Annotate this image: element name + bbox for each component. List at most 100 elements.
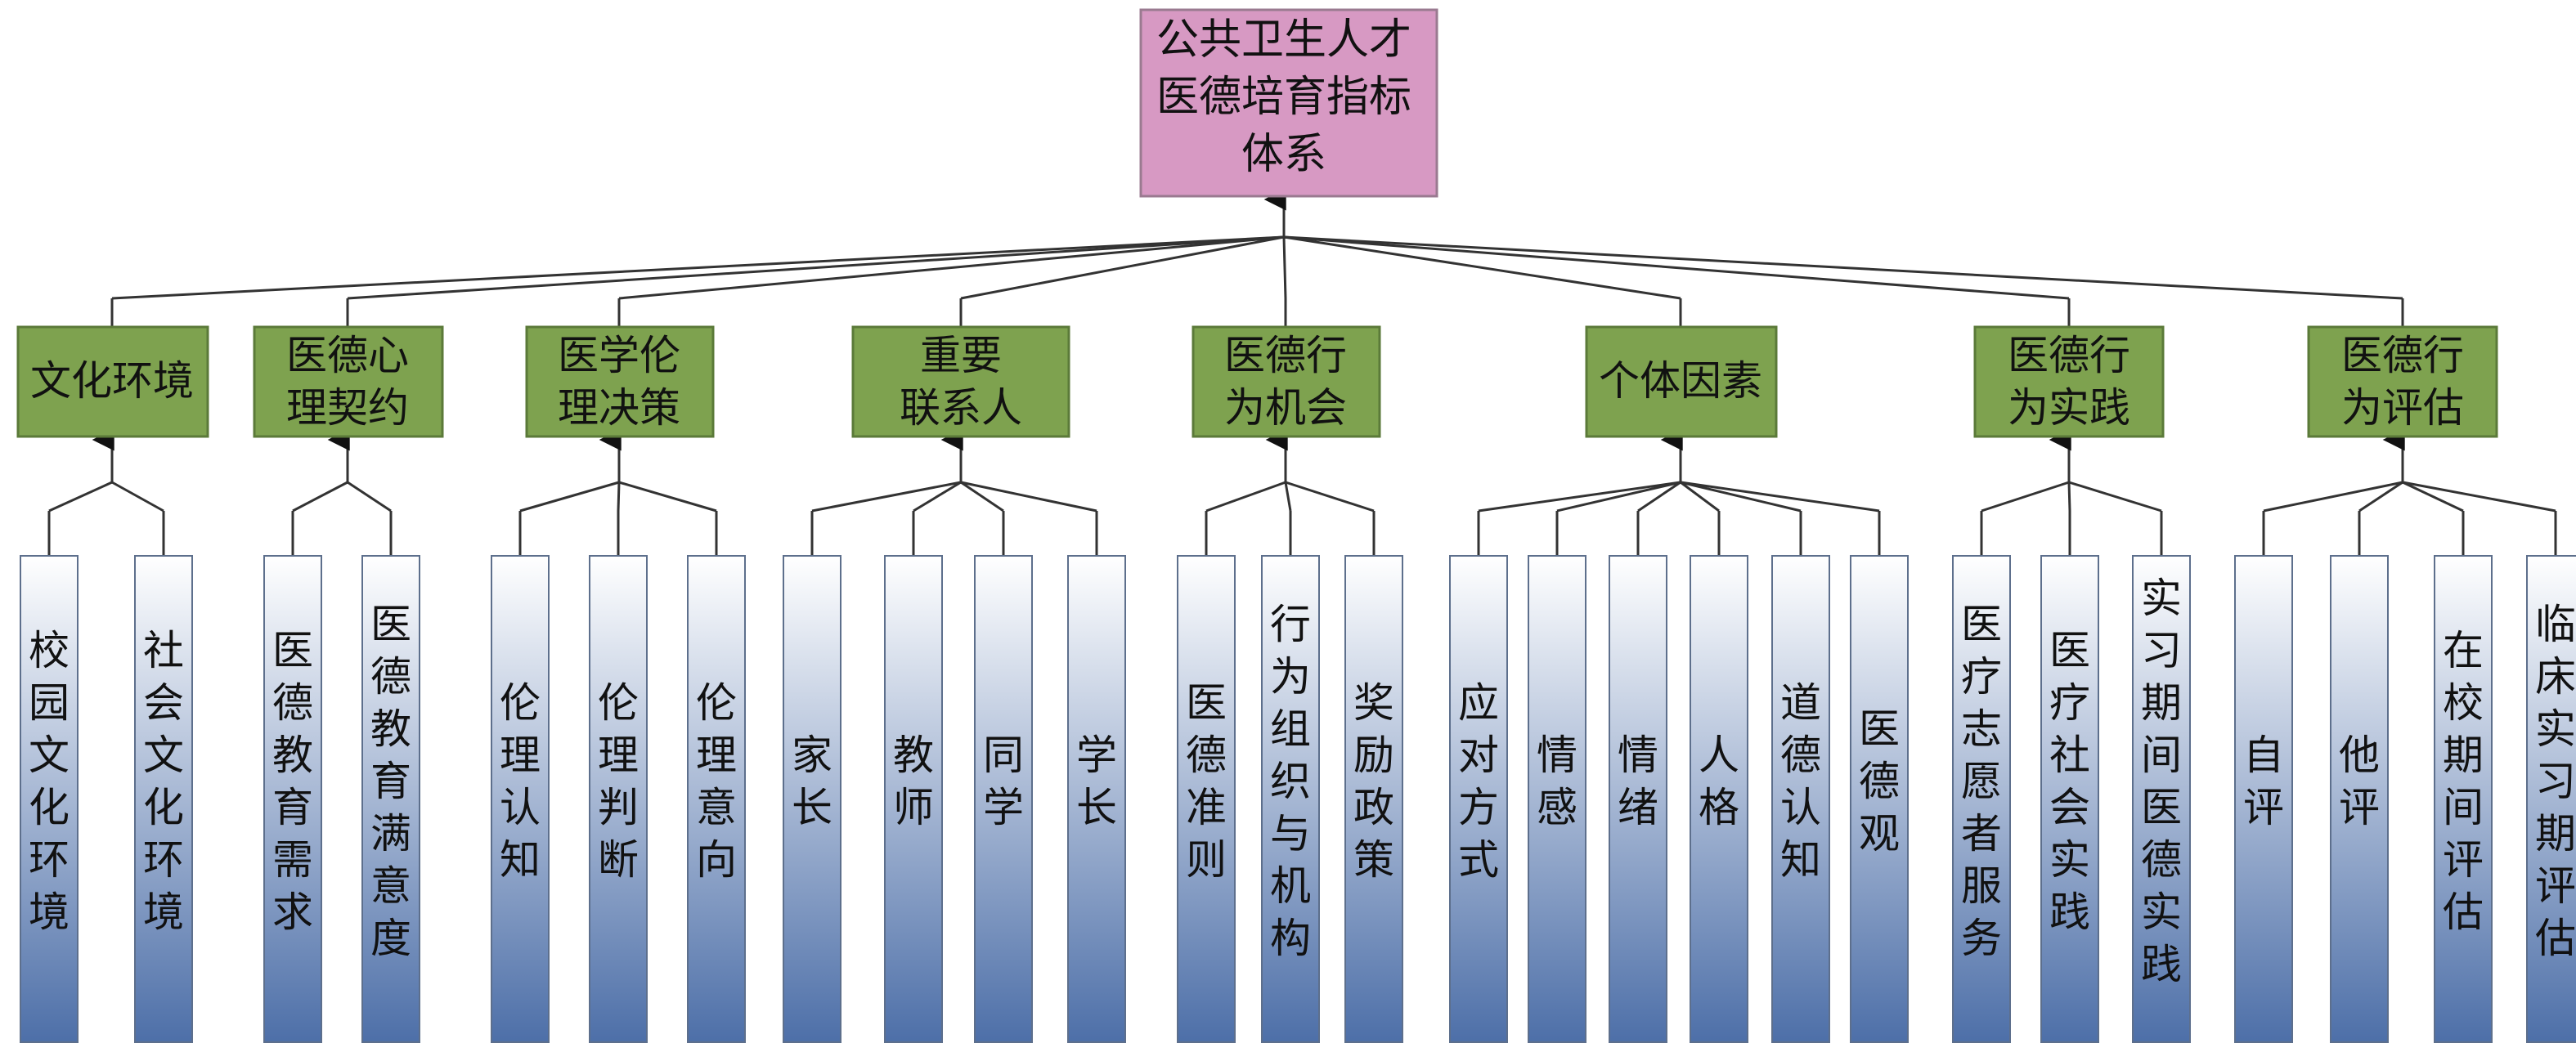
connector-lines xyxy=(47,188,2557,556)
leaf-node-char: 意 xyxy=(696,784,737,831)
leaf-node-char: 文 xyxy=(143,732,184,779)
leaf-node-char: 实 xyxy=(2141,575,2182,622)
connector-line xyxy=(1285,481,1375,513)
leaf-node xyxy=(20,555,79,1043)
leaf-node-char: 境 xyxy=(29,889,70,936)
category-node xyxy=(1192,325,1381,438)
leaf-node-char: 实 xyxy=(2141,889,2182,936)
leaf-node-char: 认 xyxy=(500,784,541,831)
leaf-node-char: 环 xyxy=(143,836,184,884)
leaf-node xyxy=(1952,555,2011,1043)
connector-line xyxy=(111,235,1285,300)
leaf-node-char: 人 xyxy=(1699,732,1739,779)
leaf-node xyxy=(1067,555,1126,1043)
leaf-node-char: 教 xyxy=(272,732,313,779)
leaf-node-char: 则 xyxy=(1186,836,1227,884)
leaf-node-char: 家 xyxy=(792,732,832,779)
leaf-node-char: 者 xyxy=(1961,810,2002,857)
connector-line xyxy=(811,481,962,513)
leaf-node xyxy=(134,555,193,1043)
leaf-node-char: 境 xyxy=(143,889,184,936)
leaf-node xyxy=(884,555,943,1043)
leaf-node-char: 德 xyxy=(1186,732,1227,779)
leaf-node-char: 理 xyxy=(500,732,541,779)
leaf-node-char: 疗 xyxy=(2049,679,2090,727)
leaf-node-char: 期 xyxy=(2443,732,2484,779)
connector-line xyxy=(618,481,717,513)
connector-line xyxy=(2067,481,2071,512)
leaf-node-char: 德 xyxy=(1859,758,1900,805)
leaf-node-char: 估 xyxy=(2535,915,2576,962)
leaf-node-char: 在 xyxy=(2443,627,2484,674)
leaf-node-char: 理 xyxy=(598,732,639,779)
connector-line xyxy=(1283,235,2070,300)
leaf-node-char: 评 xyxy=(2339,784,2380,831)
connector-line xyxy=(1556,481,1681,513)
category-node xyxy=(16,325,209,438)
connector-line xyxy=(1284,481,1292,512)
leaf-node-char: 意 xyxy=(370,862,411,910)
leaf-node-char: 判 xyxy=(598,784,639,831)
leaf-node-char: 疗 xyxy=(1961,653,2002,701)
connector-line xyxy=(618,235,1285,300)
leaf-node-char: 准 xyxy=(1186,784,1227,831)
leaf-node-char: 德 xyxy=(2141,836,2182,884)
leaf-node-char: 医 xyxy=(1186,679,1227,727)
leaf-node-char: 对 xyxy=(1458,732,1499,779)
leaf-node-char: 医 xyxy=(2141,784,2182,831)
leaf-node-char: 组 xyxy=(1270,705,1311,753)
leaf-node-char: 奖 xyxy=(1353,679,1394,727)
leaf-node-char: 医 xyxy=(370,601,411,648)
leaf-node-char: 求 xyxy=(272,889,313,936)
leaf-node-char: 情 xyxy=(1537,732,1577,779)
connector-line xyxy=(960,481,1097,513)
connector-line xyxy=(913,481,962,513)
category-node xyxy=(851,325,1070,438)
leaf-node xyxy=(1850,555,1909,1043)
connector-line xyxy=(292,481,348,513)
leaf-node-char: 策 xyxy=(1353,836,1394,884)
category-node-label: 为实践 xyxy=(2008,384,2130,432)
connector-line xyxy=(1981,481,2070,513)
leaf-node-char: 服 xyxy=(1961,862,2002,910)
leaf-node-char: 评 xyxy=(2443,836,2484,884)
category-node-label: 为机会 xyxy=(1224,384,1347,432)
category-node-label: 医学伦 xyxy=(558,332,680,379)
leaf-node xyxy=(2434,555,2493,1043)
connector-line xyxy=(1680,481,1802,513)
category-node-label: 联系人 xyxy=(900,384,1022,432)
leaf-node-char: 理 xyxy=(696,732,737,779)
connector-line xyxy=(111,481,164,513)
leaf-node-char: 习 xyxy=(2535,758,2576,805)
category-node-label: 理契约 xyxy=(286,384,409,432)
leaf-node-char: 间 xyxy=(2443,784,2484,831)
leaf-node-char: 机 xyxy=(1270,862,1311,910)
leaf-node-char: 断 xyxy=(598,836,639,884)
leaf-node-char: 教 xyxy=(370,705,411,753)
leaf-node-char: 自 xyxy=(2243,732,2284,779)
connector-line xyxy=(960,235,1285,300)
leaf-node-char: 织 xyxy=(1270,758,1311,805)
leaf-node xyxy=(589,555,648,1043)
category-node xyxy=(253,325,444,438)
leaf-node xyxy=(2132,555,2191,1043)
leaf-node xyxy=(2234,555,2293,1043)
leaf-node-char: 构 xyxy=(1270,915,1311,962)
connector-line xyxy=(960,481,1004,513)
leaf-node-char: 德 xyxy=(1780,732,1821,779)
leaf-node-char: 伦 xyxy=(500,679,541,727)
leaf-node-char: 评 xyxy=(2535,862,2576,910)
leaf-node-char: 育 xyxy=(272,784,313,831)
leaf-node-char: 临 xyxy=(2535,601,2576,648)
category-node-label: 医德行 xyxy=(2008,332,2130,379)
leaf-node-char: 知 xyxy=(1780,836,1821,884)
category-node-label: 重要 xyxy=(920,332,1002,379)
category-node-label: 个体因素 xyxy=(1599,357,1762,405)
connector-line xyxy=(617,481,621,512)
leaf-node-char: 实 xyxy=(2535,705,2576,753)
leaf-node xyxy=(1690,555,1748,1043)
leaf-node-char: 社 xyxy=(143,627,184,674)
connector-line xyxy=(1282,236,1287,299)
category-node xyxy=(2307,325,2498,438)
category-node xyxy=(525,325,715,438)
